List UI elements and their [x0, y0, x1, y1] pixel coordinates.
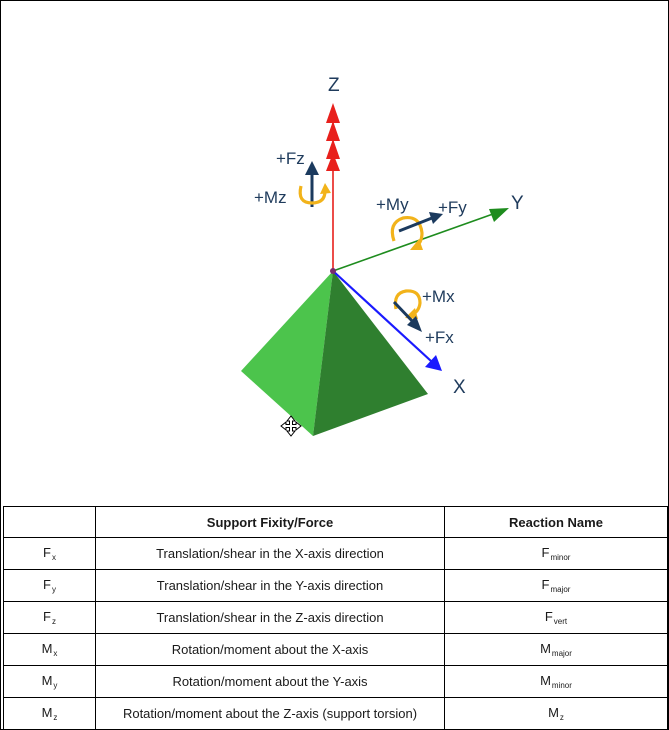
fx-arrowhead: [407, 316, 422, 332]
mz-moment-arrowhead: [320, 183, 331, 194]
mx-moment-arc: [393, 289, 422, 317]
reaction-subscript: vert: [553, 617, 568, 626]
fx-label: +Fx: [425, 328, 454, 347]
mz-moment: +Mz: [254, 183, 331, 207]
symbol-subscript: z: [51, 617, 56, 626]
reaction-base: F: [541, 545, 550, 560]
diagram-canvas: Z Y X +Fz: [241, 75, 524, 437]
row-symbol: My: [3, 665, 96, 698]
x-axis: X: [332, 270, 466, 398]
x-axis-arrowhead: [425, 355, 442, 371]
x-axis-line: [332, 270, 432, 362]
move-cursor-icon: [280, 415, 302, 437]
symbol-subscript: y: [53, 681, 58, 690]
reaction-subscript: major: [550, 585, 571, 594]
row-symbol: Fz: [3, 601, 96, 634]
row-reaction: Fminor: [444, 537, 668, 570]
row-description: Translation/shear in the Y-axis directio…: [95, 569, 445, 602]
row-description: Rotation/moment about the X-axis: [95, 633, 445, 666]
z-axis-label: Z: [328, 75, 340, 96]
symbol-subscript: x: [51, 553, 56, 562]
reactions-table: Support Fixity/Force Reaction Name Fx Tr…: [3, 506, 668, 730]
fy-label: +Fy: [438, 198, 467, 217]
fz-label: +Fz: [276, 149, 305, 168]
row-description: Rotation/moment about the Y-axis: [95, 665, 445, 698]
fx-arrow-shaft: [392, 300, 417, 326]
symbol-base: F: [43, 609, 51, 624]
reaction-base: F: [541, 577, 550, 592]
reaction-subscript: z: [559, 713, 564, 722]
y-axis-label: Y: [511, 193, 524, 214]
reaction-base: F: [544, 609, 553, 624]
pyramid-right-face: [313, 271, 428, 436]
row-reaction: Mz: [444, 697, 668, 730]
symbol-subscript: z: [53, 713, 58, 722]
header-support-fixity: Support Fixity/Force: [95, 506, 445, 538]
symbol-subscript: x: [53, 649, 58, 658]
reaction-base: M: [548, 705, 559, 720]
my-moment: +My: [376, 195, 424, 250]
fx-force: +Fx: [392, 300, 454, 347]
mz-moment-arc: [298, 185, 327, 205]
z-axis-arrowhead-4: [326, 153, 340, 171]
x-axis-label: X: [453, 377, 466, 398]
fy-force: +Fy: [398, 198, 467, 233]
mx-label: +Mx: [422, 287, 455, 306]
row-reaction: Fmajor: [444, 569, 668, 602]
row-description: Rotation/moment about the Z-axis (suppor…: [95, 697, 445, 730]
y-axis-line: [332, 213, 494, 272]
fz-arrowhead: [305, 161, 319, 175]
reaction-base: M: [540, 641, 551, 656]
table-row: My Rotation/moment about the Y-axis Mmin…: [3, 665, 668, 698]
z-axis-arrowhead-1: [326, 103, 340, 123]
table-row: Fy Translation/shear in the Y-axis direc…: [3, 569, 668, 602]
my-moment-arc: [390, 215, 424, 249]
table-row: Mx Rotation/moment about the X-axis Mmaj…: [3, 633, 668, 666]
header-symbol: [3, 506, 96, 538]
reaction-subscript: major: [551, 649, 572, 658]
row-symbol: Mx: [3, 633, 96, 666]
table-header-row: Support Fixity/Force Reaction Name: [3, 506, 668, 538]
table-row: Mz Rotation/moment about the Z-axis (sup…: [3, 697, 668, 730]
table-row: Fx Translation/shear in the X-axis direc…: [3, 537, 668, 570]
row-reaction: Mminor: [444, 665, 668, 698]
pyramid-left-face: [241, 271, 333, 436]
my-label: +My: [376, 195, 409, 214]
symbol-base: M: [41, 641, 53, 656]
fy-arrow-shaft: [398, 216, 433, 233]
row-symbol: Fx: [3, 537, 96, 570]
reaction-subscript: minor: [551, 681, 572, 690]
fy-arrowhead: [429, 212, 443, 224]
origin-point: [330, 268, 336, 274]
mz-label: +Mz: [254, 188, 287, 207]
row-description: Translation/shear in the X-axis directio…: [95, 537, 445, 570]
y-axis: Y: [332, 193, 524, 272]
z-axis-arrowhead-3: [326, 139, 340, 159]
reaction-subscript: minor: [550, 553, 571, 562]
mx-moment: +Mx: [393, 287, 455, 319]
pyramid-support: [241, 271, 428, 436]
row-reaction: Mmajor: [444, 633, 668, 666]
z-axis-arrowhead-2: [326, 121, 340, 141]
symbol-base: F: [43, 577, 51, 592]
row-reaction: Fvert: [444, 601, 668, 634]
row-symbol: Fy: [3, 569, 96, 602]
table-row: Fz Translation/shear in the Z-axis direc…: [3, 601, 668, 634]
symbol-base: M: [41, 705, 53, 720]
my-moment-arrowhead: [410, 239, 423, 250]
row-description: Translation/shear in the Z-axis directio…: [95, 601, 445, 634]
y-axis-arrowhead: [489, 208, 509, 222]
z-axis: Z: [326, 75, 340, 271]
row-symbol: Mz: [3, 697, 96, 730]
symbol-subscript: y: [51, 585, 56, 594]
fz-force: +Fz: [276, 149, 319, 207]
reaction-base: M: [540, 673, 551, 688]
symbol-base: F: [43, 545, 51, 560]
symbol-base: M: [41, 673, 53, 688]
header-reaction-name: Reaction Name: [444, 506, 668, 538]
axes-diagram: Z Y X +Fz: [1, 1, 668, 506]
